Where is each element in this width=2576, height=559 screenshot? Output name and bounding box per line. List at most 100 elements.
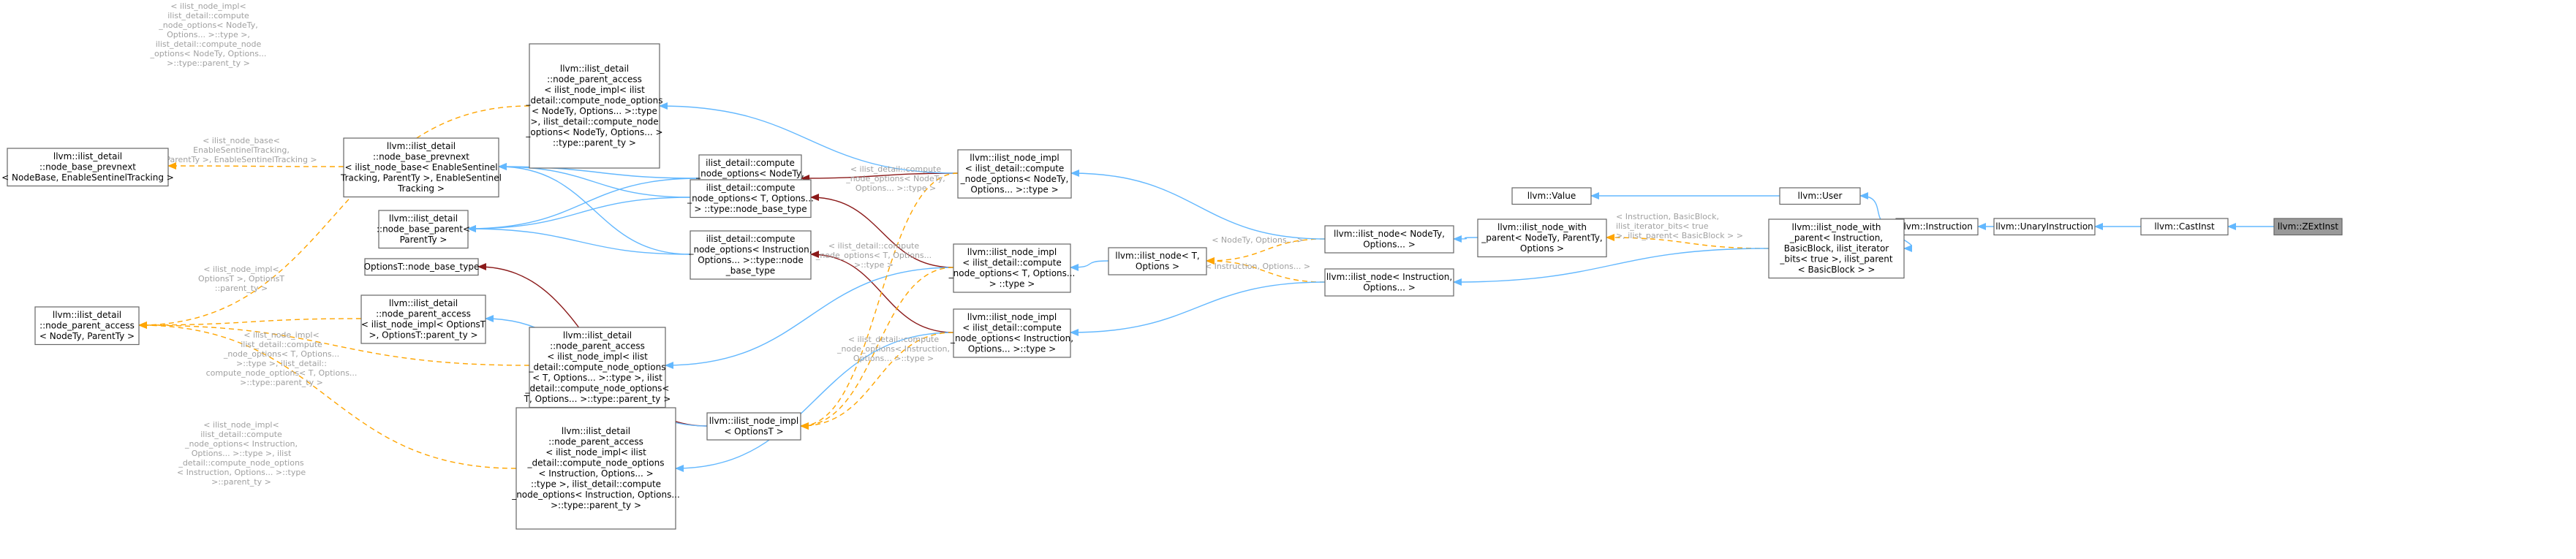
template-argument-label: < ilist_node_impl< (203, 420, 279, 430)
class-name-line: Options... > (1363, 283, 1416, 293)
class-node-zextinst: llvm::ZExtInst (2273, 218, 2343, 236)
class-box (34, 306, 140, 346)
class-node-castinst[interactable]: llvm::CastInst (2140, 218, 2229, 236)
class-name-line: llvm::User (1798, 191, 1843, 201)
class-node-ilni_nodety[interactable]: llvm::ilist_node_impl< ilist_detail::com… (957, 149, 1072, 199)
edge-cno_inst-ilni_inst (810, 251, 954, 333)
edge-ilni_inst-iln_inst (1070, 281, 1326, 336)
template-argument-label: _node_options< NodeTy, (158, 20, 257, 30)
edge-iln_t-iln_inst (1206, 257, 1326, 283)
class-name-line: ::node_parent_access (550, 341, 645, 351)
class-name-line: _detail::compute_node_options (526, 96, 663, 106)
template-argument-label: >::type > (854, 260, 894, 270)
class-name-line: _node_options< T, Options... (687, 194, 814, 204)
class-name-line: llvm::ilist_node_impl (967, 312, 1057, 322)
class-name-line: _node_options< T, Options... (948, 268, 1076, 278)
edge-nbparent-cno_inst (467, 225, 691, 255)
class-name-line: _detail::compute_node_options (527, 458, 665, 468)
class-node-value[interactable]: llvm::Value (1511, 187, 1592, 205)
class-name-line: ::node_parent_access (39, 321, 135, 331)
edge-nbp_est-cno_t (498, 163, 691, 198)
class-box (7, 148, 169, 187)
class-name-line: llvm::ilist_detail (53, 310, 121, 320)
class-name-line: Options... >::type > (968, 344, 1056, 354)
class-name-line: Options > (1520, 243, 1564, 254)
class-name-line: < OptionsT > (724, 427, 783, 437)
class-node-instruction[interactable]: llvm::Instruction (1895, 218, 1979, 236)
class-name-line: llvm::ilist_detail (389, 298, 458, 308)
edge-ilni_t-iln_t (1070, 260, 1109, 271)
edge-npa_tmpl-npa_t (138, 322, 530, 366)
class-node-npa_t[interactable]: llvm::ilist_detail::node_parent_access< … (524, 327, 671, 408)
class-name-line: llvm::ZExtInst (2278, 221, 2339, 232)
class-name-line: _node_options< Instruction, (688, 245, 812, 255)
class-node-iln_inst[interactable]: llvm::ilist_node< Instruction,Options...… (1324, 268, 1454, 297)
node-layer: llvm::ZExtInst llvm::CastInst llvm::UnaryI… (1, 43, 2343, 530)
class-box (1779, 187, 1861, 205)
class-name-line: < T, Options... >::type >, ilist (532, 373, 662, 383)
edge-npa_tmpl-npa_inst (138, 322, 517, 469)
class-node-cno_inst[interactable]: ilist_detail::compute_node_options< Inst… (688, 230, 812, 280)
class-name-line: _node_options< Instruction, Options... (511, 490, 680, 500)
class-node-nbp_est[interactable]: llvm::ilist_detail::node_base_prevnext< … (340, 137, 502, 198)
class-node-opt_nbt[interactable]: OptionsT::node_base_type (364, 258, 480, 276)
class-name-line: >, OptionsT::parent_ty > (369, 330, 477, 341)
class-name-line: ilist_detail::compute (706, 234, 796, 244)
template-argument-label: < ilist_node_impl< (243, 330, 319, 340)
class-name-line: < ilist_detail::compute (965, 164, 1065, 174)
class-node-nbp_tmpl[interactable]: llvm::ilist_detail::node_base_prevnext< … (1, 148, 174, 187)
class-box (953, 243, 1071, 293)
class-name-line: llvm::ilist_detail (562, 426, 630, 436)
template-argument-label: Options... >::type > (855, 183, 936, 193)
class-node-cno_t[interactable]: ilist_detail::compute_node_options< T, O… (687, 179, 814, 218)
class-node-ilni_t[interactable]: llvm::ilist_node_impl< ilist_detail::com… (948, 243, 1076, 293)
template-argument-label: < ilist_node_impl< (170, 1, 246, 11)
class-node-npa_tmpl[interactable]: llvm::ilist_detail::node_parent_access< … (34, 306, 140, 346)
class-name-line: ilist_detail::compute (706, 158, 795, 168)
class-node-user[interactable]: llvm::User (1779, 187, 1861, 205)
class-name-line: ::node_parent_access (376, 309, 471, 319)
class-node-npa_nodety[interactable]: llvm::ilist_detail::node_parent_access< … (525, 43, 663, 169)
class-node-iln_nodety[interactable]: llvm::ilist_node< NodeTy,Options... > (1324, 225, 1454, 254)
template-argument-label: >, ilist_parent< BasicBlock > > (1616, 231, 1743, 240)
class-box (529, 43, 660, 169)
class-name-line: llvm::ilist_node_impl (709, 416, 798, 426)
class-name-line: Options... >::type > (970, 185, 1058, 195)
class-node-ilnwp_inst[interactable]: llvm::ilist_node_with_parent< Instructio… (1768, 218, 1905, 279)
class-node-nbparent[interactable]: llvm::ilist_detail::node_base_parent<Par… (377, 210, 470, 249)
class-name-line: ::node_parent_access (547, 75, 642, 85)
class-box (1768, 218, 1905, 279)
class-name-line: _detail::compute_node_options (529, 362, 666, 373)
template-argument-label: < ilist_detail::compute (828, 241, 920, 251)
class-name-line: _parent< NodeTy, ParentTy, (1481, 233, 1603, 243)
class-node-ilni_inst[interactable]: llvm::ilist_node_impl< ilist_detail::com… (950, 308, 1073, 358)
template-argument-label: < Instruction, Options... > (1205, 262, 1310, 271)
template-argument-label: EnableSentinelTracking, (193, 145, 290, 155)
class-name-line: _base_type (725, 266, 775, 276)
edge-ilni_nodety-iln_nodety (1070, 170, 1326, 240)
class-box (1324, 268, 1454, 297)
class-node-ilnwp_nodety[interactable]: llvm::ilist_node_with_parent< NodeTy, Pa… (1477, 218, 1607, 258)
class-node-unaryinst[interactable]: llvm::UnaryInstruction (1993, 218, 2096, 236)
template-argument-label: >::type::parent_ty > (240, 378, 323, 387)
template-argument-label: ilist_detail::compute_node (156, 39, 262, 49)
class-box (690, 179, 812, 218)
class-name-line: llvm::ilist_node_with (1792, 222, 1881, 232)
class-name-line: < ilist_node_impl< ilist (547, 351, 648, 362)
class-node-ilni_opt[interactable]: llvm::ilist_node_impl< OptionsT > (706, 412, 801, 441)
class-node-iln_t[interactable]: llvm::ilist_node< T,Options > (1108, 247, 1207, 275)
class-name-line: < BasicBlock > > (1798, 265, 1876, 275)
class-name-line: < ilist_detail::compute (962, 258, 1062, 268)
class-node-npa_inst[interactable]: llvm::ilist_detail::node_parent_access< … (511, 407, 680, 530)
class-name-line: llvm::Value (1527, 191, 1576, 201)
class-name-line: > ::type > (989, 279, 1035, 289)
class-name-line: < ilist_node_impl< ilist (544, 85, 645, 95)
class-name-line: _parent< Instruction, (1789, 233, 1883, 243)
class-name-line: llvm::ilist_node< NodeTy, (1334, 229, 1445, 239)
class-box (1993, 218, 2096, 236)
class-name-line: < ilist_node_impl< ilist (545, 447, 646, 457)
class-name-line: _bits< true >, ilist_parent (1779, 254, 1892, 265)
class-name-line: llvm::CastInst (2154, 221, 2215, 232)
class-node-npa_opt[interactable]: llvm::ilist_detail::node_parent_access< … (360, 294, 486, 344)
class-box (2140, 218, 2229, 236)
